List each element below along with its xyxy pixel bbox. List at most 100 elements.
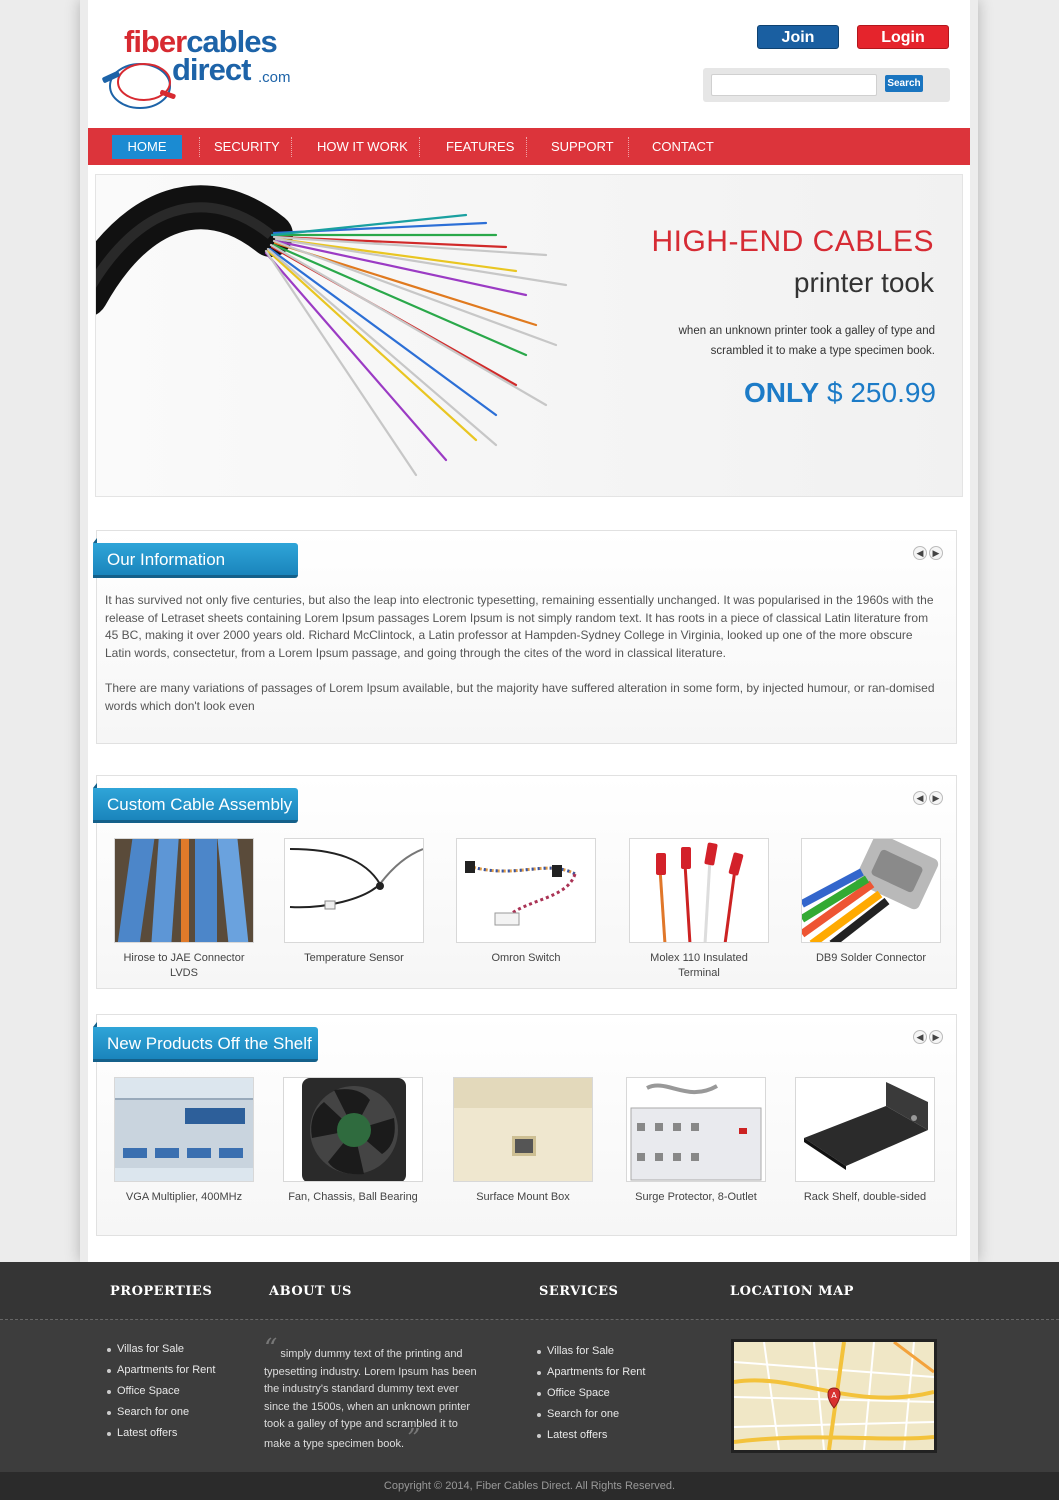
nav-item-features[interactable]: FEATURES xyxy=(446,139,515,154)
nav-item-support[interactable]: SUPPORT xyxy=(551,139,614,154)
product-image-chassis-fan xyxy=(283,1077,423,1182)
product-name: Surface Mount Box xyxy=(476,1191,570,1203)
main-nav: HOME SECURITY HOW IT WORK FEATURES SUPPO… xyxy=(88,128,970,165)
footer-link[interactable]: Search for one xyxy=(537,1404,645,1425)
product-name: Rack Shelf, double-sided xyxy=(803,1191,927,1203)
product-name: Omron Switch xyxy=(491,952,561,964)
footer-services-list: Villas for Sale Apartments for Rent Offi… xyxy=(537,1341,645,1446)
product-image-db9-connector xyxy=(801,838,941,943)
footer-map-title: LOCATION MAP xyxy=(730,1284,854,1299)
info-paragraph-2: There are many variations of passages of… xyxy=(105,681,935,713)
footer-about-body: simply dummy text of the printing and ty… xyxy=(264,1348,477,1450)
logo-suffix: .com xyxy=(258,69,291,86)
site-logo[interactable]: fibercables direct .com xyxy=(100,24,320,116)
login-button[interactable]: Login xyxy=(857,25,949,49)
nav-item-home[interactable]: HOME xyxy=(112,135,182,159)
product-image-omron-switch xyxy=(456,838,596,943)
hero-subtitle: printer took xyxy=(793,267,934,298)
new-products-carousel-arrows: ◀▶ xyxy=(911,1027,943,1045)
footer-link[interactable]: Villas for Sale xyxy=(107,1339,215,1360)
search-button[interactable]: Search xyxy=(885,75,923,92)
join-button[interactable]: Join xyxy=(757,25,839,49)
product-card[interactable]: Temperature Sensor xyxy=(284,838,424,966)
logo-word-fiber: fiber xyxy=(124,24,187,59)
location-map[interactable]: A xyxy=(731,1339,937,1453)
info-paragraph-1: It has survived not only five centuries,… xyxy=(105,593,934,660)
fiber-cable-logo-icon xyxy=(102,63,176,109)
search-bar: Search xyxy=(703,68,950,102)
custom-cable-section: Custom Cable Assembly ◀▶ Hirose to JAE C… xyxy=(93,775,957,989)
footer-link[interactable]: Apartments for Rent xyxy=(537,1362,645,1383)
product-card[interactable]: Molex 110 Insulated Terminal xyxy=(629,838,769,981)
product-image-temperature-sensor xyxy=(284,838,424,943)
footer-link[interactable]: Villas for Sale xyxy=(537,1341,645,1362)
price-value: $ 250.99 xyxy=(827,377,936,408)
product-name: VGA Multiplier, 400MHz xyxy=(125,1191,243,1203)
prev-arrow-icon[interactable]: ◀ xyxy=(913,546,927,560)
prev-arrow-icon[interactable]: ◀ xyxy=(913,791,927,805)
info-carousel-arrows: ◀▶ xyxy=(911,543,943,561)
product-card[interactable]: DB9 Solder Connector xyxy=(801,838,941,966)
product-card[interactable]: VGA Multiplier, 400MHz xyxy=(114,1077,254,1205)
product-card[interactable]: Surface Mount Box xyxy=(453,1077,593,1205)
product-card[interactable]: Fan, Chassis, Ball Bearing xyxy=(283,1077,423,1205)
product-name: DB9 Solder Connector xyxy=(815,952,927,964)
product-image-vga-multiplier xyxy=(114,1077,254,1182)
fiber-optic-cable-image xyxy=(96,185,568,477)
logo-word-direct: direct xyxy=(172,52,251,87)
hero-price: ONLY $ 250.99 xyxy=(744,377,936,409)
nav-divider xyxy=(628,137,629,157)
footer-link[interactable]: Apartments for Rent xyxy=(107,1360,215,1381)
next-arrow-icon[interactable]: ▶ xyxy=(929,791,943,805)
info-section-title: Our Information xyxy=(93,538,298,578)
product-card[interactable]: Surge Protector, 8-Outlet xyxy=(626,1077,766,1205)
custom-carousel-arrows: ◀▶ xyxy=(911,788,943,806)
product-card[interactable]: Omron Switch xyxy=(456,838,596,966)
nav-item-how-it-work[interactable]: HOW IT WORK xyxy=(317,139,408,154)
footer-link[interactable]: Search for one xyxy=(107,1402,215,1423)
product-name: Fan, Chassis, Ball Bearing xyxy=(288,1191,418,1203)
footer-link[interactable]: Office Space xyxy=(107,1381,215,1402)
product-name: Hirose to JAE Connector LVDS xyxy=(123,952,245,979)
map-marker-label: A xyxy=(831,1391,837,1400)
product-image-molex-terminal xyxy=(629,838,769,943)
product-image-rack-shelf xyxy=(795,1077,935,1182)
product-card[interactable]: Hirose to JAE Connector LVDS xyxy=(114,838,254,981)
next-arrow-icon[interactable]: ▶ xyxy=(929,546,943,560)
footer-about-title: ABOUT US xyxy=(269,1284,352,1299)
nav-divider xyxy=(419,137,420,157)
price-prefix: ONLY xyxy=(744,377,820,408)
prev-arrow-icon[interactable]: ◀ xyxy=(913,1030,927,1044)
hero-banner[interactable]: HIGH-END CABLES printer took when an unk… xyxy=(95,174,963,497)
footer-link[interactable]: Latest offers xyxy=(537,1425,645,1446)
product-image-blue-cables xyxy=(114,838,254,943)
product-card[interactable]: Rack Shelf, double-sided xyxy=(795,1077,935,1205)
footer-link[interactable]: Latest offers xyxy=(107,1423,215,1444)
search-input[interactable] xyxy=(711,74,877,96)
footer-services-title: SERVICES xyxy=(539,1284,619,1299)
footer-properties-list: Villas for Sale Apartments for Rent Offi… xyxy=(107,1339,215,1444)
product-image-surface-mount-box xyxy=(453,1077,593,1182)
product-name: Surge Protector, 8-Outlet xyxy=(635,1191,757,1203)
footer-about-text: “ simply dummy text of the printing and … xyxy=(264,1336,484,1454)
custom-section-title: Custom Cable Assembly xyxy=(93,783,298,823)
nav-divider xyxy=(526,137,527,157)
hero-title: HIGH-END CABLES xyxy=(651,225,934,258)
hero-description: when an unknown printer took a galley of… xyxy=(678,325,935,357)
footer-link[interactable]: Office Space xyxy=(537,1383,645,1404)
product-name: Molex 110 Insulated Terminal xyxy=(650,952,748,979)
product-image-surge-protector xyxy=(626,1077,766,1182)
product-name: Temperature Sensor xyxy=(304,952,404,964)
next-arrow-icon[interactable]: ▶ xyxy=(929,1030,943,1044)
nav-divider xyxy=(199,137,200,157)
site-footer: PROPERTIES ABOUT US SERVICES LOCATION MA… xyxy=(0,1262,1059,1500)
copyright-text: Copyright © 2014, Fiber Cables Direct. A… xyxy=(0,1472,1059,1500)
footer-header-band xyxy=(0,1262,1059,1320)
nav-item-contact[interactable]: CONTACT xyxy=(652,139,714,154)
logo-word-cables: cables xyxy=(186,24,278,59)
nav-item-security[interactable]: SECURITY xyxy=(214,139,280,154)
new-products-section-title: New Products Off the Shelf xyxy=(93,1022,318,1062)
new-products-section: New Products Off the Shelf ◀▶ VGA Multip… xyxy=(93,1014,957,1236)
nav-divider xyxy=(291,137,292,157)
close-quote-icon: ” xyxy=(407,1423,421,1454)
